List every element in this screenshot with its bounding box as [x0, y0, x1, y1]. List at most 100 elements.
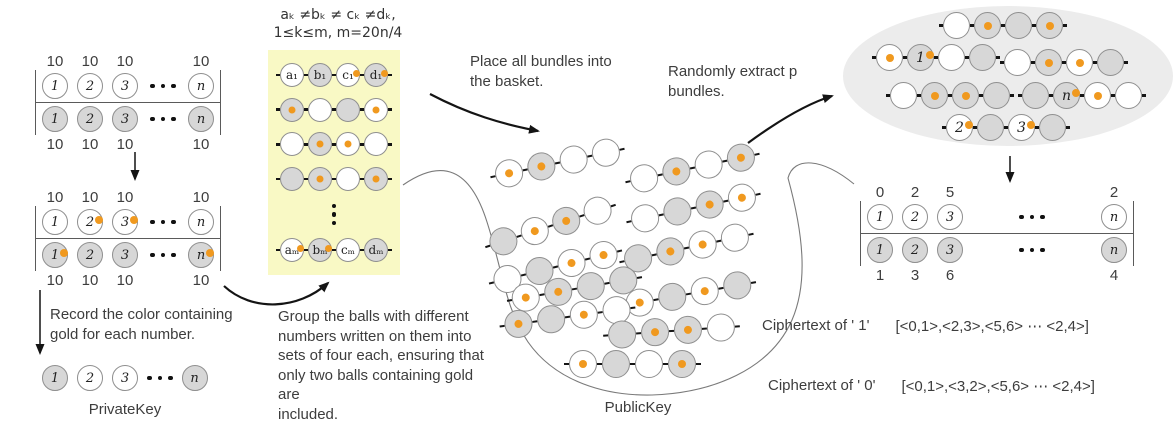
ball-label: 2 [85, 370, 95, 386]
count-label: 2 [1109, 183, 1119, 201]
ball [364, 132, 388, 157]
formula-line1: aₖ ≠bₖ ≠ cₖ ≠dₖ, [280, 7, 396, 23]
ball-label: 1 [875, 242, 885, 258]
ball [589, 136, 623, 170]
gold-dot [683, 325, 693, 335]
ellipsis-dot [171, 219, 176, 225]
gold-dot [521, 292, 531, 303]
table-divider [36, 238, 220, 239]
ball-label: 1 [916, 49, 925, 66]
ball-label: 3 [120, 78, 130, 94]
ball-label: 1 [50, 214, 60, 230]
connector-tick [748, 232, 754, 237]
ball-label: n [1109, 242, 1119, 258]
ball [686, 227, 720, 262]
count-label: 10 [116, 52, 134, 70]
connector-tick [1032, 24, 1036, 27]
ball-3: 3 [937, 204, 963, 230]
ball-label: 3 [120, 214, 130, 230]
count-label: 10 [116, 188, 134, 206]
ball [1035, 49, 1062, 76]
ellipsis-dot [150, 116, 155, 122]
ball-2: 2 [77, 365, 103, 391]
ball-3: 3 [112, 106, 138, 132]
connector-tick [965, 56, 969, 59]
ellipsis-dot [1029, 214, 1035, 220]
gold-dot [566, 258, 577, 268]
connector-tick [276, 143, 280, 146]
ciphertext-label: Ciphertext of ' 1' [762, 317, 870, 334]
connector-tick [663, 362, 668, 366]
connector-tick [332, 143, 336, 146]
ball [977, 114, 1004, 141]
connector-tick [948, 94, 952, 97]
ball [1066, 49, 1093, 76]
connector-tick [1031, 61, 1035, 64]
ellipsis-dot [331, 203, 337, 209]
gold-dot [372, 175, 380, 183]
group-balls-caption: Group the balls with different numbers w… [278, 308, 484, 423]
ball [1005, 12, 1032, 39]
ellipsis-dot [331, 212, 337, 217]
ellipsis-dot [1029, 247, 1035, 253]
gold-dot [983, 21, 992, 30]
ciphertext-row: Ciphertext of ' 1'[<0,1>,<2,3>,<5,6> ⋯ <… [762, 317, 1089, 335]
ciphertext-row: Ciphertext of ' 0'[<0,1>,<3,2>,<5,6> ⋯ <… [768, 377, 1095, 395]
connector-tick [1004, 126, 1008, 129]
connector-tick [388, 73, 392, 77]
ball [653, 234, 687, 269]
count-label: 10 [46, 271, 64, 289]
count-label: 10 [81, 52, 99, 70]
ball-label: a₁ [286, 68, 298, 82]
ball-label: 1 [50, 111, 60, 127]
ball [668, 350, 696, 378]
ball [602, 350, 630, 378]
gold-dot [697, 239, 708, 250]
gold-dot [504, 168, 514, 179]
gold-dot [529, 226, 540, 237]
extracted-bundle: n [1018, 82, 1146, 109]
connector-tick [934, 56, 938, 59]
place-bundles-caption: Place all bundles into the basket. [470, 53, 612, 90]
gold-dot [965, 121, 973, 129]
ball [705, 312, 736, 343]
ball-label: b₁ [313, 68, 327, 82]
ball-2: 2 [77, 73, 103, 99]
ball [308, 97, 332, 122]
ball-label: 3 [120, 111, 130, 127]
connector-tick [734, 324, 740, 328]
ball [1115, 82, 1142, 109]
extract-bundles-caption: Randomly extract p bundles. [668, 63, 798, 100]
ball [485, 223, 522, 259]
ball [628, 201, 662, 235]
ball [336, 97, 360, 122]
gold-dot [353, 70, 360, 77]
connector-tick [939, 24, 943, 27]
count-label: 10 [46, 188, 64, 206]
ball-2: 2 [946, 114, 973, 141]
connector-tick [636, 275, 643, 280]
connector-tick [1035, 126, 1039, 129]
ball [568, 298, 600, 331]
ball [921, 82, 948, 109]
ellipsis-dot [171, 252, 176, 258]
ball-3: 3 [112, 73, 138, 99]
connector-tick [564, 362, 569, 366]
count-label: 10 [81, 271, 99, 289]
ball [725, 181, 759, 215]
private-key-label: PrivateKey [88, 401, 162, 418]
gold-dot [704, 199, 715, 210]
gold-dot [288, 106, 296, 114]
ball-label: 1 [50, 247, 60, 263]
gold-dot [1093, 91, 1102, 100]
ball [364, 167, 388, 192]
ball-1: 1 [42, 242, 68, 268]
ball [627, 161, 661, 195]
ball-label: 3 [945, 242, 955, 258]
connector-tick [903, 56, 907, 59]
